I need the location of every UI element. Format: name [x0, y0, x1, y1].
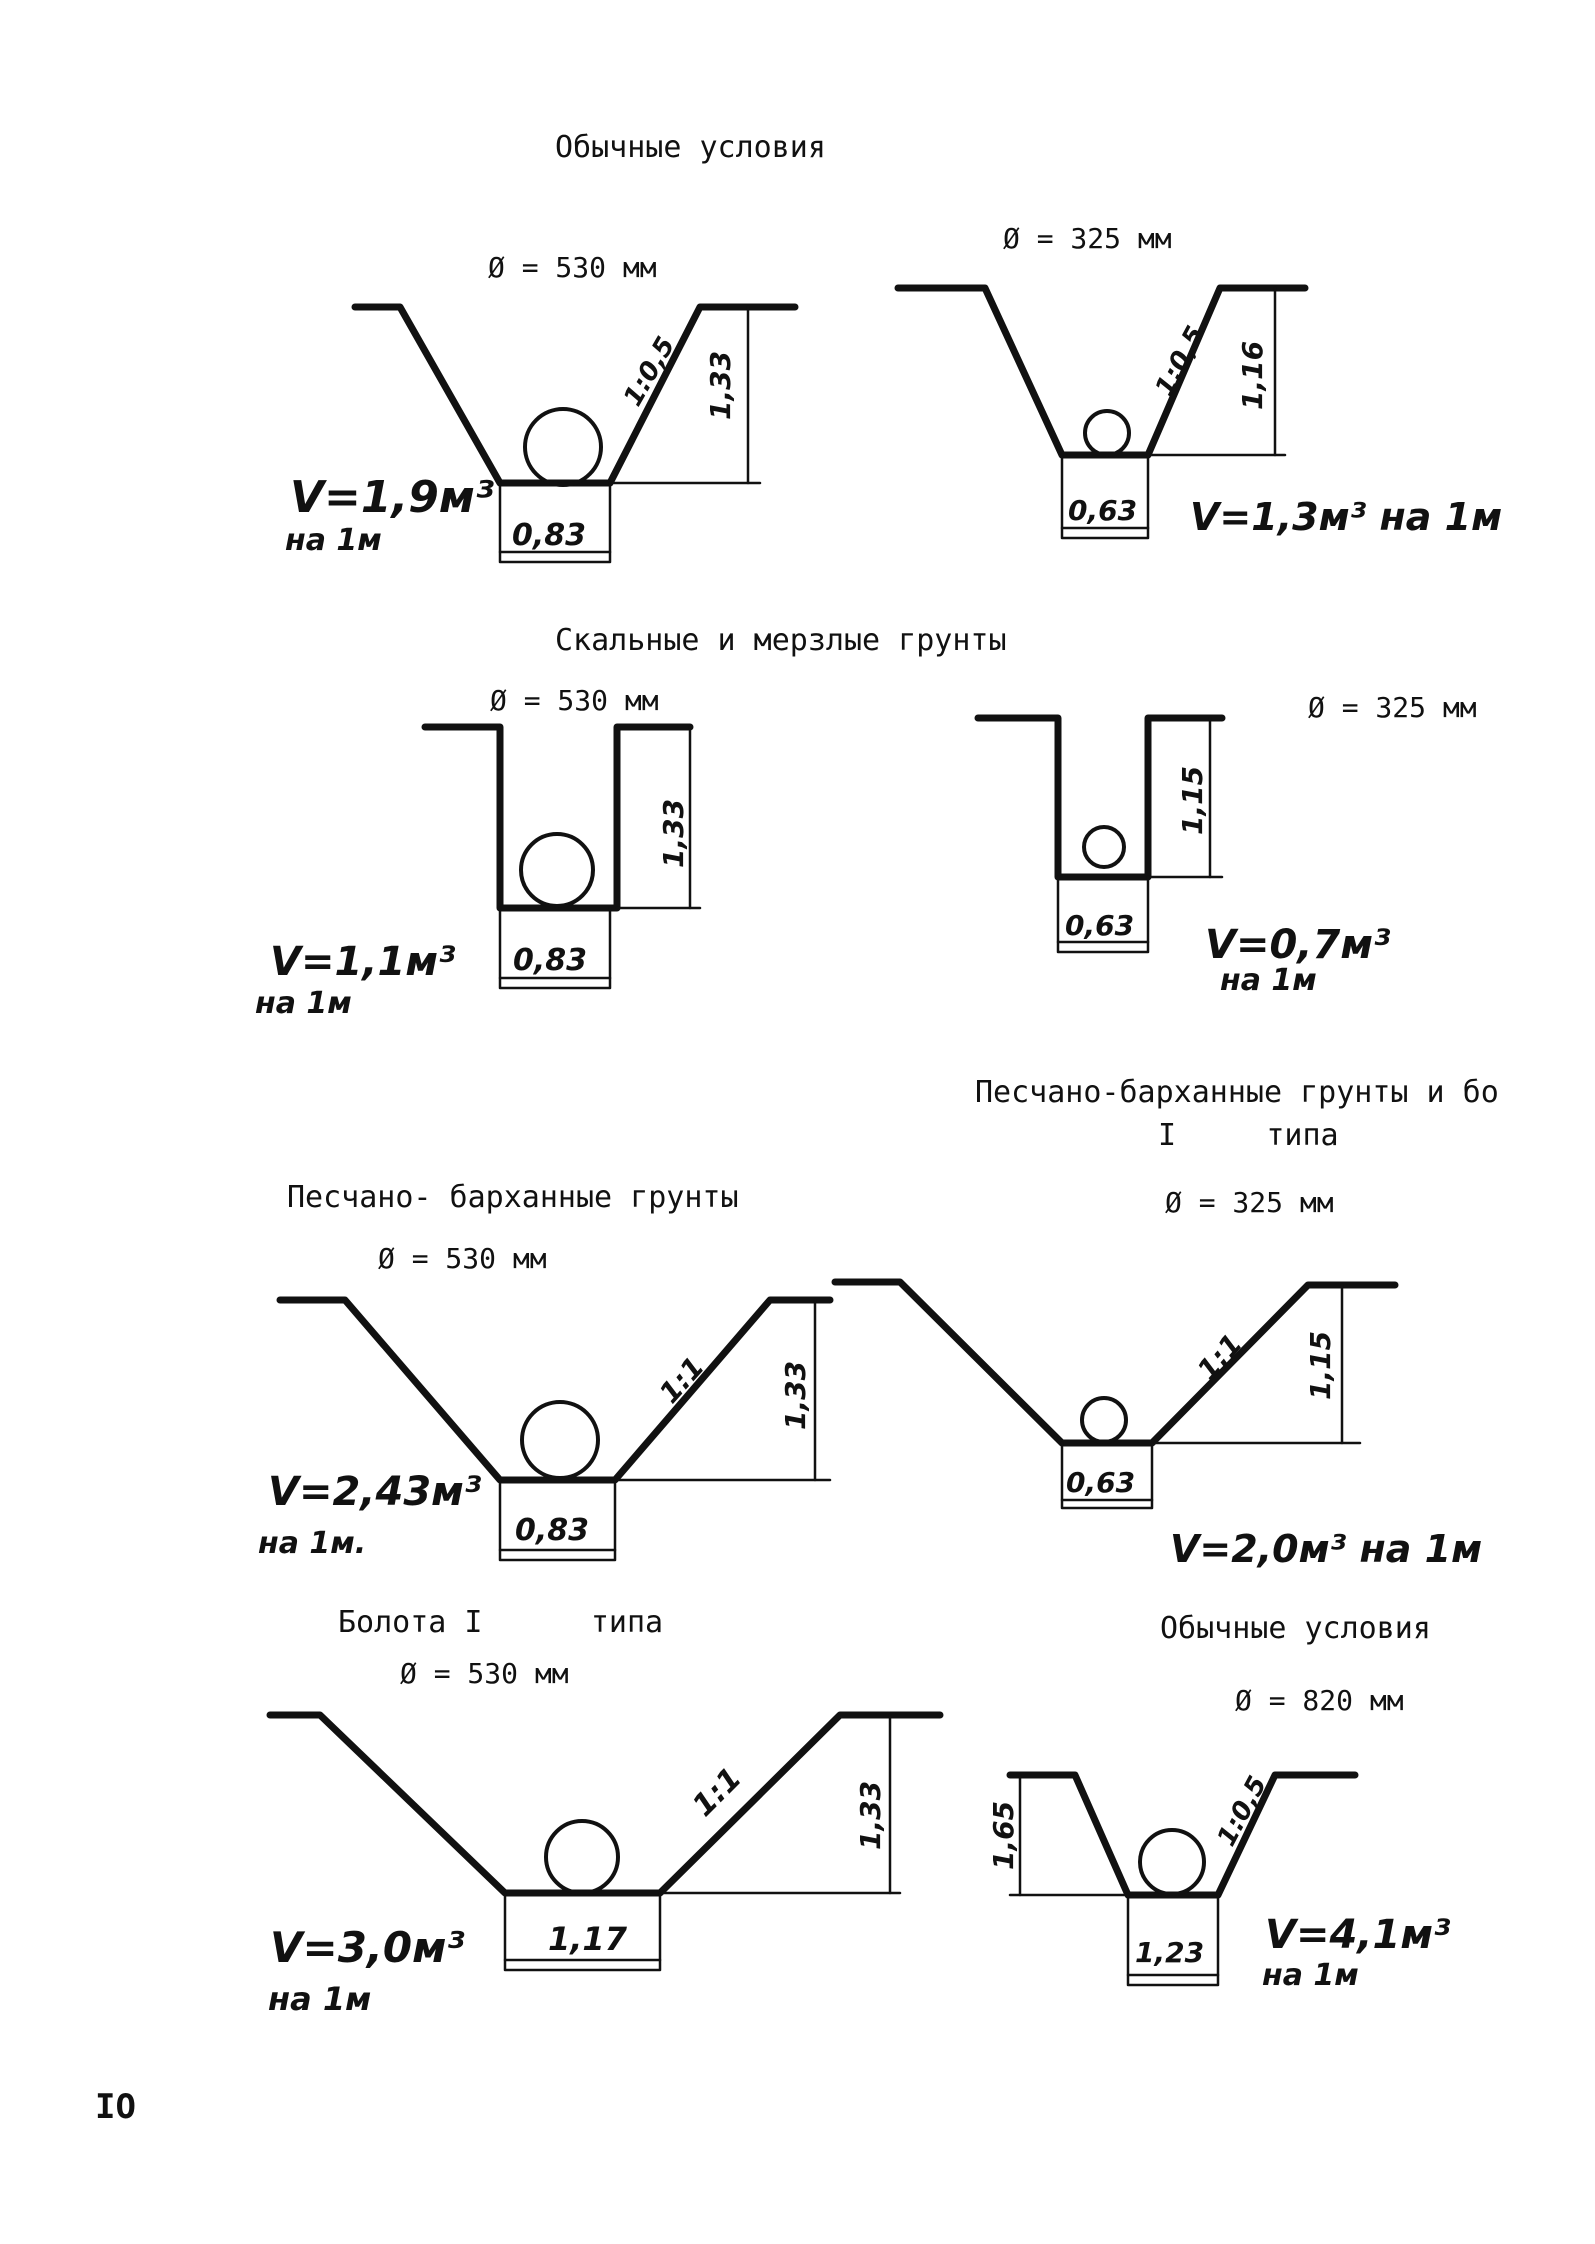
pipe-circle	[1083, 409, 1131, 457]
bottom-box	[498, 906, 612, 990]
volume-label: V=3,0м³	[270, 1923, 465, 1972]
depth-label: 1,33	[854, 1781, 887, 1850]
heading-sand-dune-bog-line2: I типа	[1158, 1118, 1339, 1153]
pipe-circle	[1082, 825, 1126, 869]
slope-label: 1:1	[1191, 1327, 1249, 1386]
width-label: 1,23	[1135, 1936, 1204, 1969]
pipe-circle	[520, 1400, 600, 1480]
heading-sand-dune: Песчано- барханные грунты	[287, 1180, 739, 1215]
bottom-box	[498, 1478, 617, 1562]
depth-label: 1,33	[657, 799, 690, 868]
diameter-label: Ø = 325 мм	[1003, 222, 1172, 255]
pipe-circle	[544, 1819, 620, 1895]
volume-label: V=0,7м³	[1205, 922, 1391, 968]
depth-label: 1,15	[1304, 1331, 1337, 1400]
slope-label: 1:1	[653, 1350, 711, 1409]
trench-profile	[1006, 1771, 1359, 1899]
volume-label: V=1,9м³	[290, 472, 494, 523]
diameter-label: Ø = 530 мм	[488, 251, 657, 284]
bottom-box	[1056, 875, 1150, 954]
diameter-label: Ø = 325 мм	[1308, 691, 1477, 724]
depth-label: 1,65	[987, 1801, 1020, 1870]
bottom-box	[1126, 1893, 1220, 1987]
width-label: 1,17	[548, 1920, 628, 1958]
pipe-circle	[1138, 1828, 1206, 1896]
pipe-circle	[523, 407, 603, 487]
bottom-box	[503, 1891, 662, 1972]
per-meter-label: на 1м	[1262, 1958, 1359, 1993]
diameter-label: Ø = 530 мм	[400, 1657, 569, 1690]
trench-sand-530: Ø = 530 мм 0,83 1,33 1:1 V=2,43м³ на 1м.	[258, 1242, 834, 1562]
volume-label: V=2,0м³ на 1м	[1170, 1527, 1482, 1571]
trench-rock-530: Ø = 530 мм 0,83 1,33 V=1,1м³ на 1м	[255, 684, 702, 1021]
bottom-box	[1060, 453, 1150, 540]
depth-label: 1,15	[1176, 766, 1209, 835]
trench-normal-325: Ø = 325 мм 0,63 1,16 1:0,5 V=1,3м³ на 1м	[894, 222, 1502, 540]
volume-label: V=1,1м³	[270, 939, 456, 985]
diameter-label: Ø = 820 мм	[1235, 1684, 1404, 1717]
per-meter-label: на 1м	[268, 1980, 371, 2018]
diameter-label: Ø = 530 мм	[490, 684, 659, 717]
trench-normal-820: Ø = 820 мм 1,23 1,65 1:0,5 V=4,1м³ на 1м	[987, 1684, 1451, 1993]
trench-profile	[421, 723, 694, 912]
pipe-circle	[1080, 1396, 1128, 1444]
width-label: 0,83	[515, 1513, 589, 1548]
trench-profile	[974, 714, 1226, 881]
depth-label: 1,16	[1236, 341, 1269, 410]
diameter-label: Ø = 530 мм	[378, 1242, 547, 1275]
trench-sand-bog-325: Ø = 325 мм 0,63 1,15 1:1 V=2,0м³ на 1м	[831, 1186, 1482, 1571]
depth-label: 1,33	[779, 1361, 812, 1430]
trench-profile	[276, 1296, 834, 1484]
slope-label: 1:0,5	[618, 332, 681, 412]
width-label: 0,83	[513, 943, 587, 978]
page-number: IO	[95, 2087, 136, 2127]
trench-rock-325: Ø = 325 мм 0,63 1,15 V=0,7м³ на 1м	[974, 691, 1477, 998]
width-label: 0,63	[1066, 1466, 1135, 1499]
per-meter-label: на 1м	[255, 986, 352, 1021]
slope-label: 1:0,5	[1150, 321, 1211, 401]
heading-sand-dune-bog-line1: Песчано-барханные грунты и бо	[975, 1075, 1499, 1110]
bottom-box	[1060, 1441, 1154, 1510]
trench-normal-530: Ø = 530 мм 0,83 1,33 1:0,5 V=1,9м³ на 1м	[285, 251, 799, 564]
heading-normal-conditions-2: Обычные условия	[1160, 1611, 1431, 1646]
depth-label: 1,33	[704, 351, 737, 420]
trench-profile	[266, 1711, 944, 1897]
width-label: 0,63	[1068, 494, 1137, 527]
per-meter-label: на 1м.	[258, 1526, 366, 1561]
volume-label: V=1,3м³ на 1м	[1190, 495, 1502, 539]
trench-bog-530: Ø = 530 мм 1,17 1,33 1:1 V=3,0м³ на 1м	[266, 1657, 944, 2018]
heading-bog-type1: Болота I типа	[338, 1605, 663, 1640]
width-label: 0,83	[512, 518, 586, 553]
pipe-circle	[519, 832, 595, 908]
bottom-box	[498, 481, 612, 564]
slope-label: 1:0,5	[1212, 1771, 1273, 1851]
per-meter-label: на 1м	[285, 523, 382, 558]
volume-label: V=2,43м³	[268, 1469, 482, 1515]
width-label: 0,63	[1065, 909, 1134, 942]
per-meter-label: на 1м	[1220, 963, 1317, 998]
diameter-label: Ø = 325 мм	[1165, 1186, 1334, 1219]
volume-label: V=4,1м³	[1265, 1912, 1451, 1958]
heading-rock-frozen: Скальные и мерзлые грунты	[555, 623, 1007, 658]
heading-normal-conditions: Обычные условия	[555, 130, 826, 165]
